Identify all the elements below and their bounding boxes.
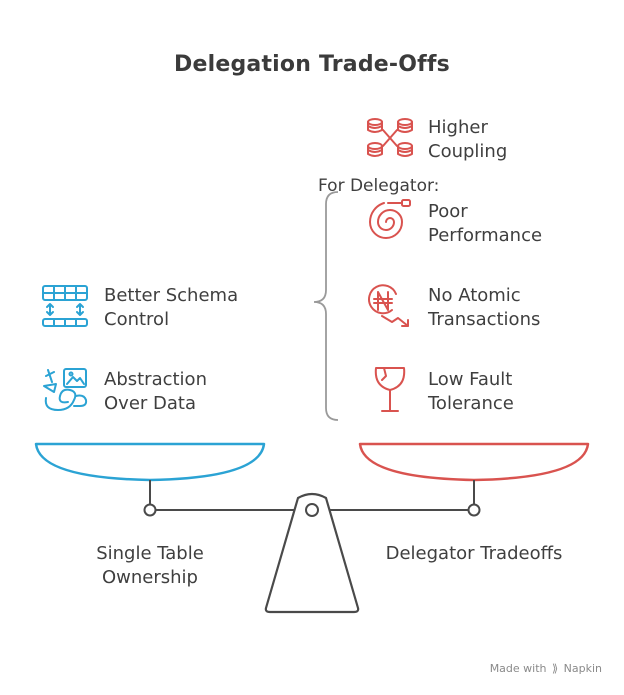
right-item-no-atomic: No Atomic Transactions bbox=[428, 284, 540, 332]
napkin-logo-icon: ⟫ bbox=[552, 662, 559, 675]
left-item-line1: Better Schema bbox=[104, 285, 239, 306]
right-item-line2: Performance bbox=[428, 225, 543, 246]
schema-grid-icon bbox=[42, 285, 88, 327]
abstraction-tools-icon bbox=[43, 368, 88, 411]
right-item-line1: Poor bbox=[428, 201, 468, 222]
left-item-abstraction: Abstraction Over Data bbox=[104, 368, 207, 416]
left-scale-label-line1: Single Table bbox=[96, 543, 204, 564]
delegator-heading: For Delegator: bbox=[318, 176, 440, 196]
right-item-line1: Higher bbox=[428, 117, 488, 138]
left-pan bbox=[34, 442, 266, 482]
right-pan bbox=[358, 442, 590, 482]
right-item-line2: Transactions bbox=[428, 309, 541, 330]
left-item-better-schema: Better Schema Control bbox=[104, 284, 238, 332]
right-item-higher-coupling: Higher Coupling bbox=[428, 116, 507, 164]
currency-decline-icon bbox=[368, 284, 409, 327]
right-scale-label: Delegator Tradeoffs bbox=[385, 543, 563, 564]
right-item-line1: No Atomic bbox=[428, 285, 521, 306]
tangled-coil-icon bbox=[369, 199, 411, 239]
center-pivot bbox=[305, 503, 319, 517]
left-item-line1: Abstraction bbox=[104, 369, 207, 390]
right-item-line1: Low Fault bbox=[428, 369, 513, 390]
diagram-title: Delegation Trade-Offs bbox=[174, 52, 450, 77]
delegator-bracket bbox=[313, 191, 339, 421]
brand-text: Napkin bbox=[563, 662, 602, 675]
right-item-line2: Tolerance bbox=[428, 393, 514, 414]
broken-glass-icon bbox=[374, 367, 406, 412]
right-item-low-fault: Low Fault Tolerance bbox=[428, 368, 514, 416]
right-pivot bbox=[467, 503, 481, 517]
left-pivot bbox=[143, 503, 157, 517]
left-item-line2: Over Data bbox=[104, 393, 196, 414]
left-scale-label-line2: Ownership bbox=[102, 567, 198, 588]
left-item-line2: Control bbox=[104, 309, 170, 330]
right-item-line2: Coupling bbox=[428, 141, 508, 162]
left-scale-label: Single Table Ownership bbox=[60, 542, 240, 590]
right-item-poor-performance: Poor Performance bbox=[428, 200, 542, 248]
made-with-text: Made with bbox=[489, 662, 547, 675]
napkin-attribution: Made with ⟫ Napkin bbox=[490, 662, 602, 675]
scale-base bbox=[264, 492, 360, 614]
coupled-databases-icon bbox=[367, 118, 413, 157]
